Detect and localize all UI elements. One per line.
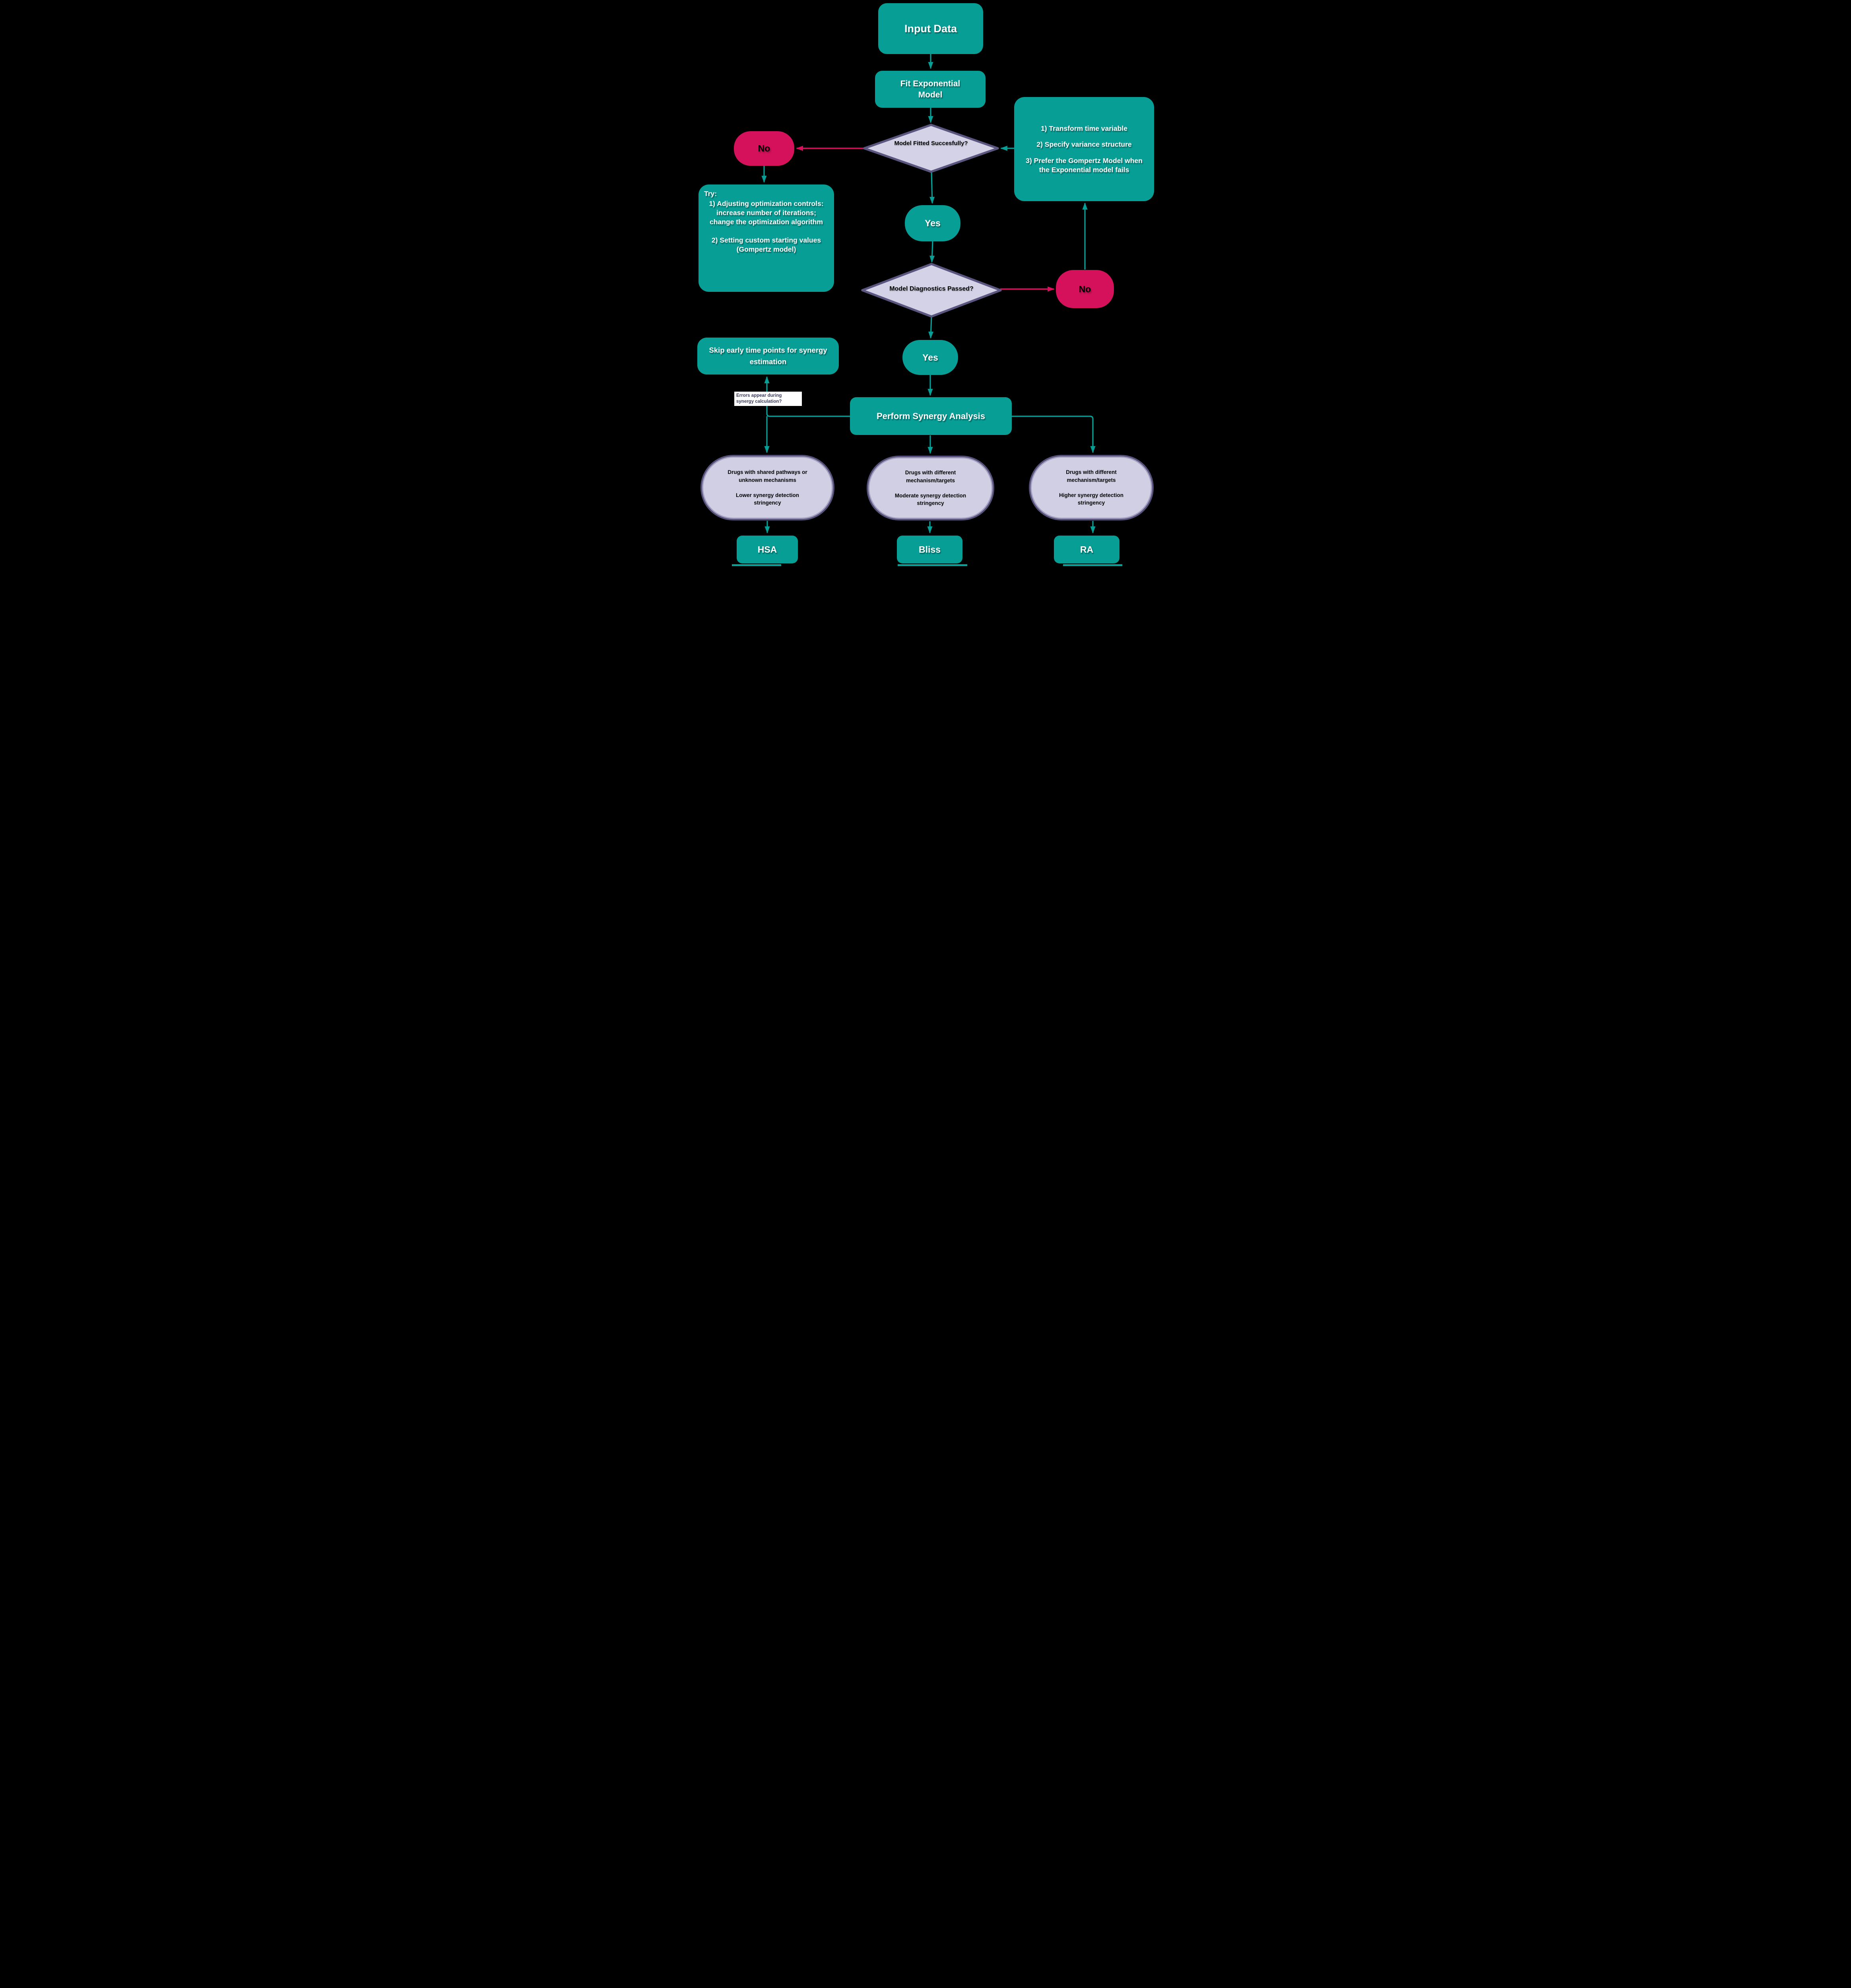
- yes-fitted-label: Yes: [925, 218, 941, 228]
- remedy-1: 1) Transform time variable: [1041, 124, 1127, 132]
- yes-diagnostics-node: Yes: [902, 340, 958, 375]
- ra-node: RA: [1054, 536, 1120, 563]
- try-suggestions-node: Try: 1) Adjusting optimization controls:…: [698, 184, 834, 292]
- cutoff-strip-bliss: [898, 564, 967, 566]
- perform-synergy-label: Perform Synergy Analysis: [876, 411, 986, 421]
- edge-right-branch-down: [1012, 415, 1096, 453]
- hsa-node: HSA: [737, 536, 798, 563]
- input-data-label: Input Data: [904, 22, 957, 35]
- remedy-2: 2) Specify variance structure: [1036, 140, 1132, 149]
- hsa-desc-line2: Lower synergy detection stringency: [735, 492, 799, 506]
- cutoff-strip-ra: [1063, 564, 1122, 566]
- decision-fitted-label: Model Fitted Succesfully?: [894, 140, 968, 147]
- try-intro: Try:: [704, 190, 717, 198]
- no-diagnostics-label: No: [1079, 283, 1091, 294]
- bliss-node: Bliss: [897, 536, 962, 563]
- no-fitted-label: No: [758, 143, 770, 153]
- yes-fitted-node: Yes: [905, 205, 960, 241]
- remedy-3: 3) Prefer the Gompertz Model when the Ex…: [1026, 157, 1143, 174]
- decision-diagnostics-label: Model Diagnostics Passed?: [889, 285, 974, 292]
- hsa-desc-line1: Drugs with shared pathways or unknown me…: [728, 469, 807, 483]
- perform-synergy-node: Perform Synergy Analysis: [850, 397, 1012, 435]
- try-item-2: 2) Setting custom starting values (Gompe…: [711, 236, 821, 254]
- edge-decision1-to-yes: [929, 171, 935, 204]
- skip-early-timepoints-node: Skip early time points for synergy estim…: [697, 338, 839, 375]
- hsa-description-node: Drugs with shared pathways or unknown me…: [700, 455, 834, 520]
- no-fitted-node: No: [734, 131, 794, 166]
- ra-label: RA: [1080, 544, 1094, 555]
- hsa-label: HSA: [757, 544, 777, 555]
- input-data-node: Input Data: [878, 3, 983, 54]
- bliss-label: Bliss: [919, 544, 941, 555]
- fit-exponential-node: Fit Exponential Model: [875, 71, 986, 108]
- ra-desc-line2: Higher synergy detection stringency: [1059, 492, 1124, 506]
- fit-exponential-label: Fit Exponential Model: [900, 79, 960, 99]
- flowchart-canvas: Input Data Fit Exponential Model 1) Tran…: [694, 0, 1157, 566]
- ra-desc-line1: Drugs with different mechanism/targets: [1066, 469, 1117, 483]
- yes-diagnostics-label: Yes: [922, 352, 938, 363]
- no-diagnostics-node: No: [1056, 270, 1114, 308]
- bliss-desc-line1: Drugs with different mechanism/targets: [905, 470, 956, 483]
- bliss-description-node: Drugs with different mechanism/targets M…: [867, 456, 994, 520]
- ra-description-node: Drugs with different mechanism/targets H…: [1029, 455, 1154, 520]
- skip-early-timepoints-label: Skip early time points for synergy estim…: [709, 346, 827, 366]
- remedies-node: 1) Transform time variable 2) Specify va…: [1014, 97, 1154, 201]
- errors-edge-label: Errors appear during synergy calculation…: [734, 392, 802, 406]
- decision-fitted-shape: [863, 124, 999, 173]
- bliss-desc-line2: Moderate synergy detection stringency: [894, 492, 966, 507]
- cutoff-strip-hsa: [732, 564, 781, 566]
- try-item-1: 1) Adjusting optimization controls: incr…: [709, 200, 824, 226]
- edge-yes-to-decision2: [929, 241, 935, 263]
